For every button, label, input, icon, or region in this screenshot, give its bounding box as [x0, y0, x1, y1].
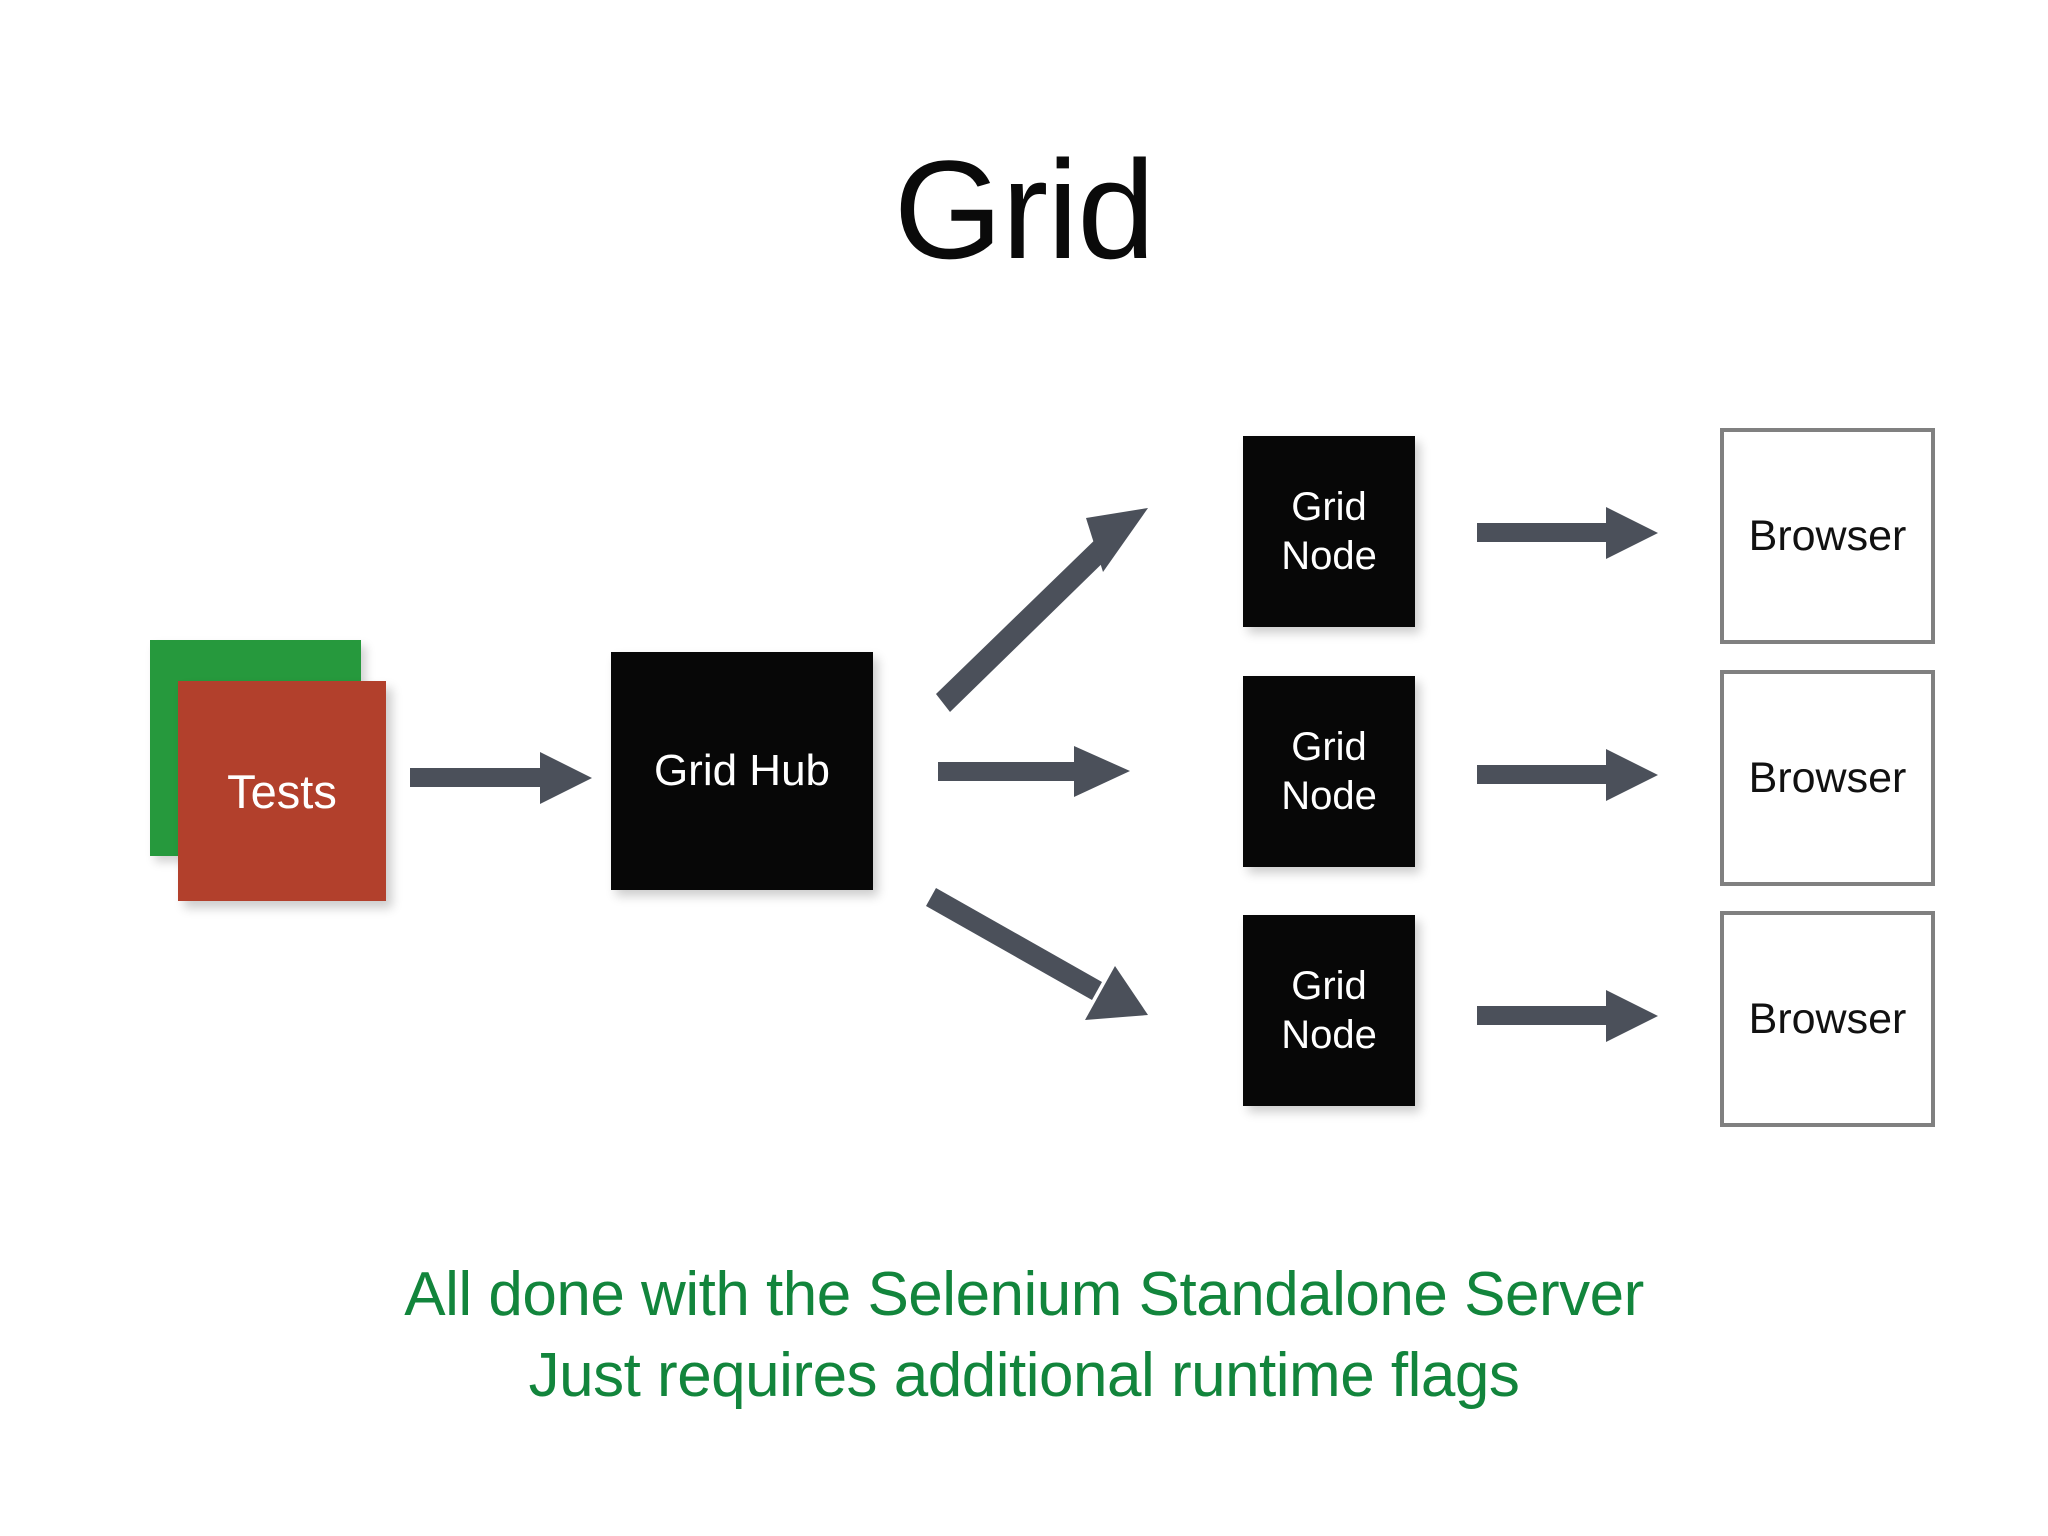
grid-node-label-3-line1: Grid — [1291, 963, 1367, 1008]
grid-node-box-2: Grid Node — [1243, 676, 1415, 867]
grid-hub-label: Grid Hub — [653, 746, 831, 795]
arrow-node-2-to-browser-2 — [1477, 749, 1658, 801]
grid-node-label-1-line2: Node — [1281, 533, 1377, 578]
caption-line-2: Just requires additional runtime flags — [528, 1340, 1520, 1410]
grid-node-label-3: Grid Node — [1281, 962, 1377, 1060]
browser-box-3: Browser — [1720, 911, 1935, 1127]
browser-label-3: Browser — [1748, 994, 1907, 1043]
tests-card-front: Tests — [178, 681, 386, 901]
grid-node-label-2-line1: Grid — [1291, 724, 1367, 769]
grid-node-label-1-line1: Grid — [1291, 484, 1367, 529]
arrow-tests-to-hub — [410, 752, 592, 804]
tests-label: Tests — [227, 764, 337, 818]
arrow-hub-to-node-1 — [936, 508, 1148, 712]
arrow-node-1-to-browser-1 — [1477, 507, 1658, 559]
caption-line-1: All done with the Selenium Standalone Se… — [404, 1260, 1644, 1329]
browser-box-2: Browser — [1720, 670, 1935, 886]
caption-block: All done with the Selenium Standalone Se… — [0, 1255, 2048, 1416]
grid-node-label-2-line2: Node — [1281, 773, 1377, 818]
arrow-hub-to-node-2 — [938, 746, 1130, 797]
browser-label-1: Browser — [1748, 511, 1907, 560]
grid-hub-box: Grid Hub — [611, 652, 873, 890]
page-title: Grid — [893, 131, 1155, 288]
browser-box-1: Browser — [1720, 428, 1935, 644]
grid-node-box-1: Grid Node — [1243, 436, 1415, 627]
arrow-hub-to-node-3 — [926, 888, 1148, 1020]
arrow-node-3-to-browser-3 — [1477, 990, 1658, 1042]
grid-node-label-1: Grid Node — [1281, 483, 1377, 581]
grid-node-label-3-line2: Node — [1281, 1012, 1377, 1057]
browser-label-2: Browser — [1748, 753, 1907, 802]
grid-node-label-2: Grid Node — [1281, 723, 1377, 821]
grid-node-box-3: Grid Node — [1243, 915, 1415, 1106]
